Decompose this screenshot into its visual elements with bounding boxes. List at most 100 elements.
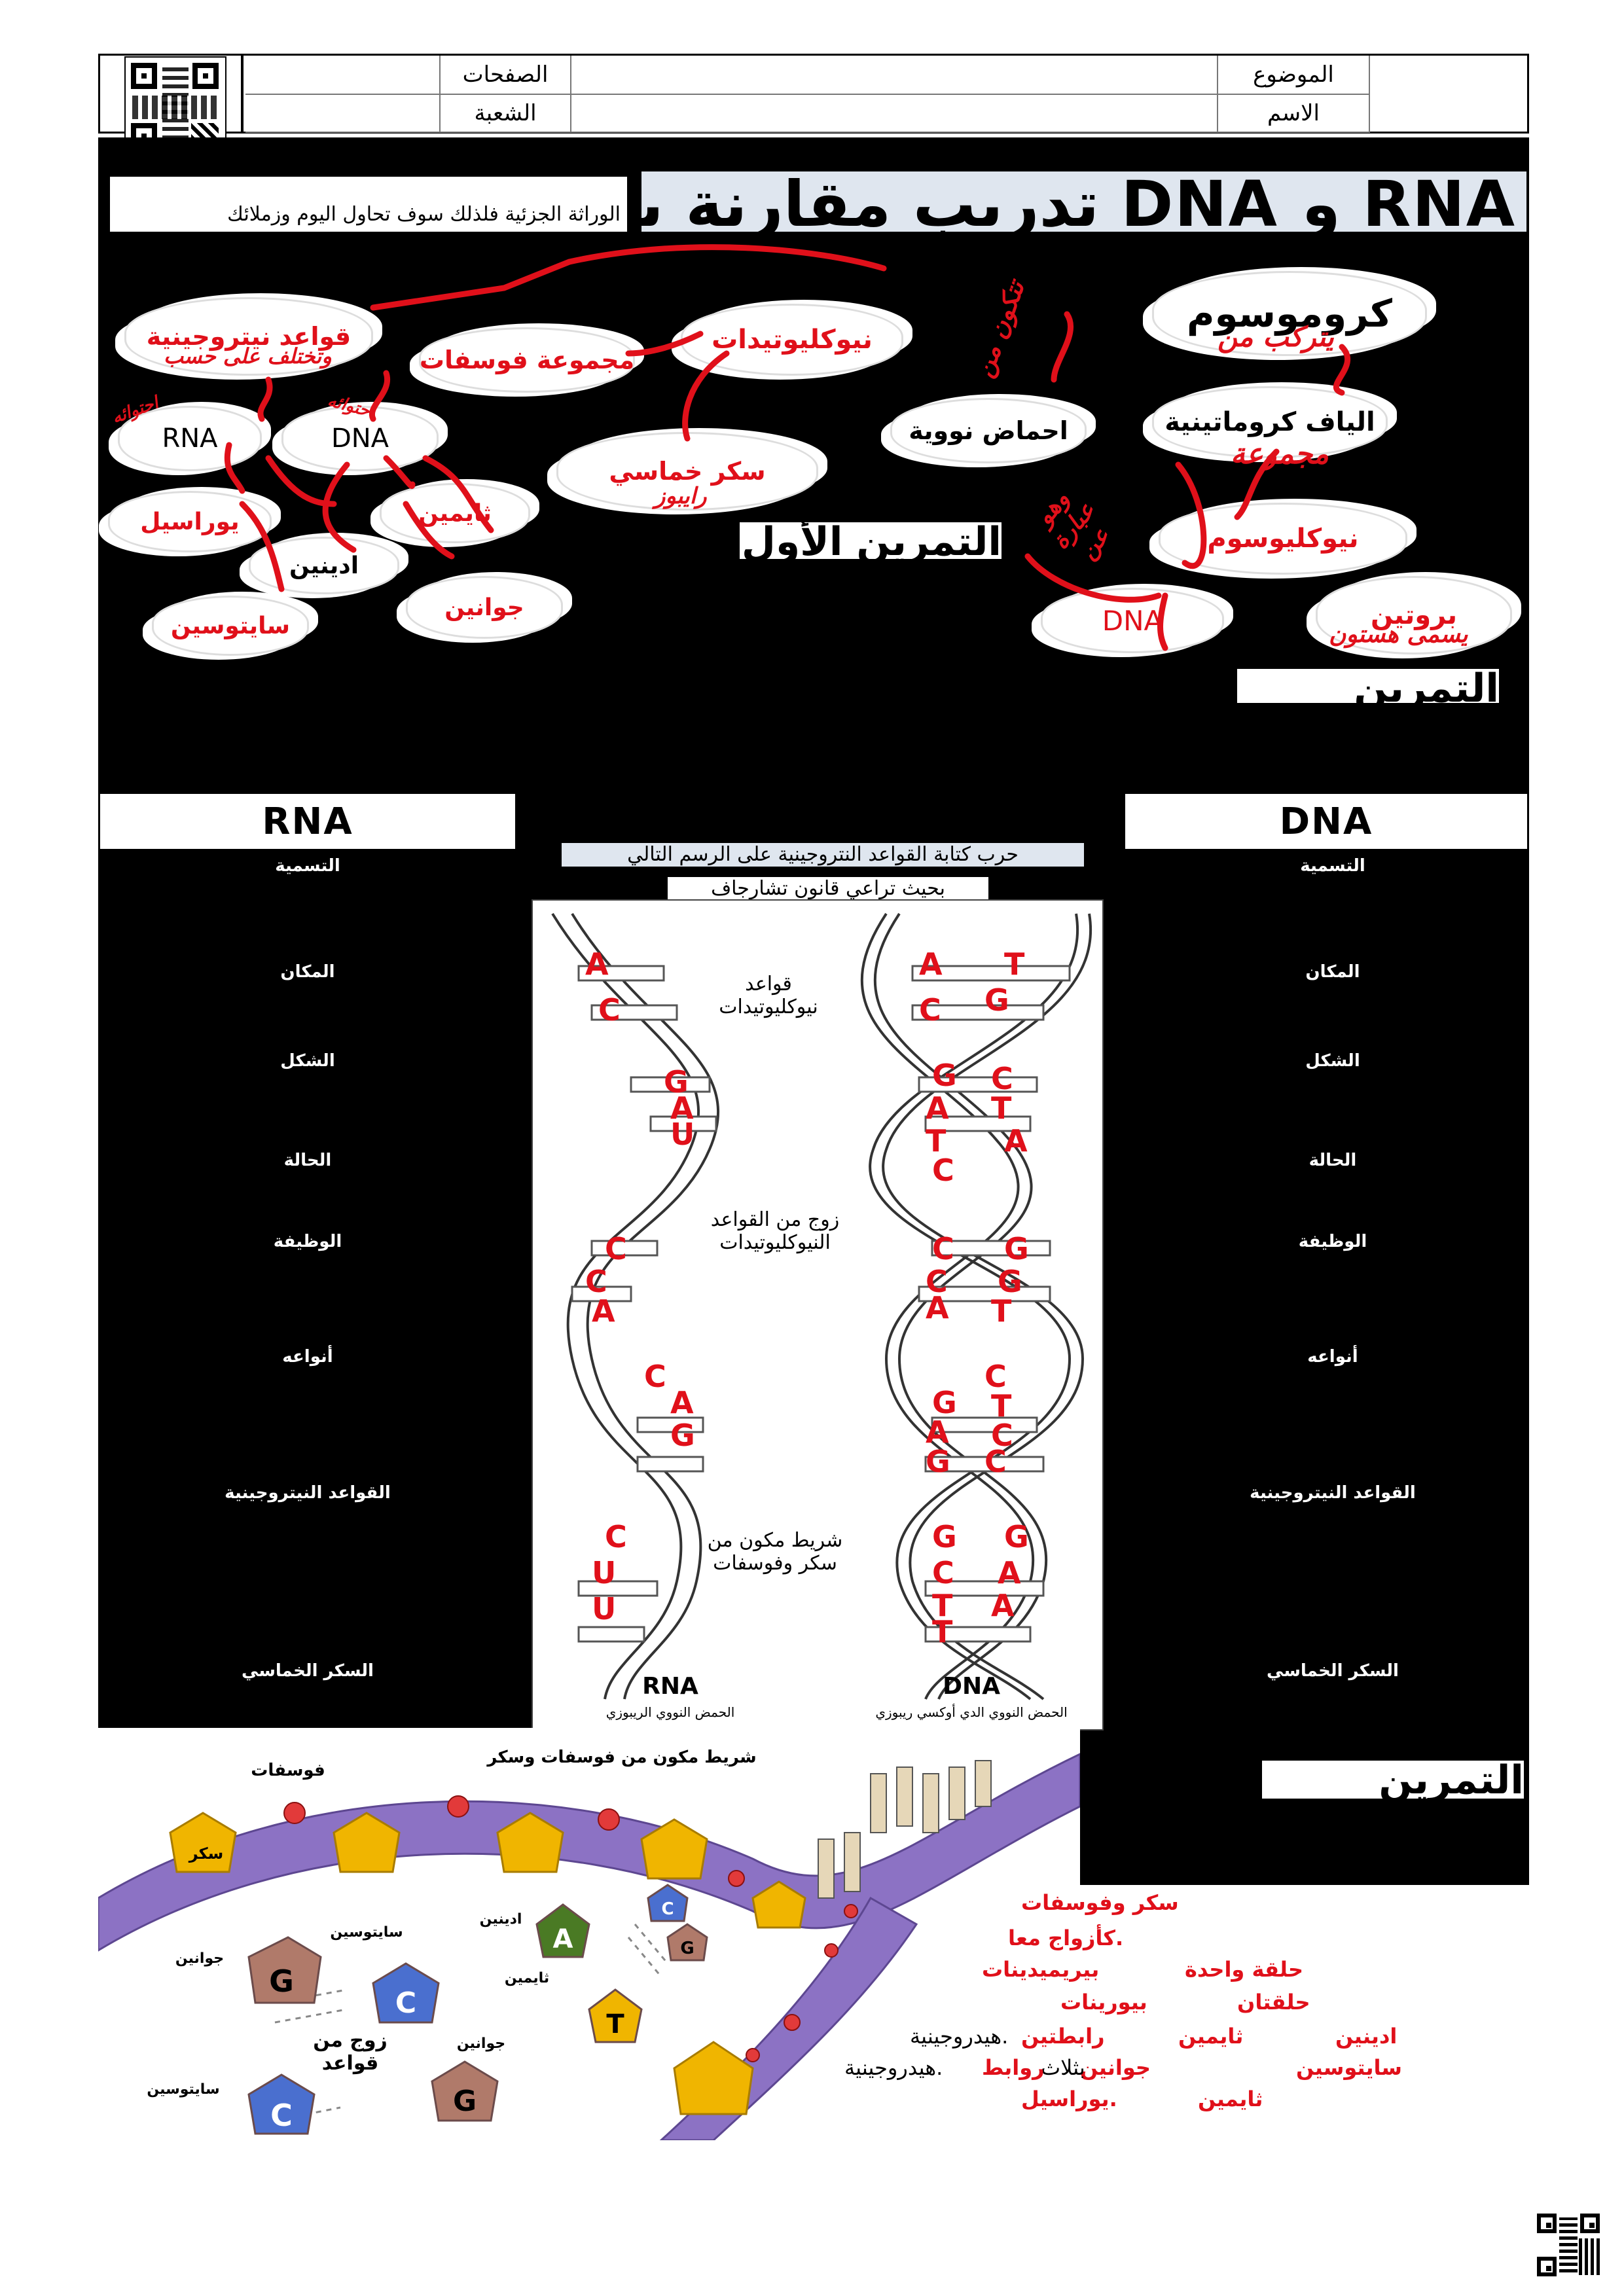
cloud-chromatin: الياف كروماتينية [1152, 386, 1388, 458]
pages-value[interactable] [245, 56, 441, 95]
dna-subcaption: الحمض النووي الدي أوكسي ريبوزي [875, 1704, 1068, 1720]
comparison-title-dna: DNA [757, 740, 829, 773]
helix-letter-c: C [270, 2098, 293, 2133]
title-box: تدريب مقارنة بين DNA و RNA [641, 171, 1526, 232]
exercise-one-label: التمرين الأول [740, 522, 1001, 559]
header-divider [241, 56, 244, 133]
answer-line-3b: بيريميدينات [982, 1957, 1100, 1982]
helix-thymine-label: ثايمين [504, 1970, 550, 1986]
dna-row-shape: الشكل [1305, 1051, 1360, 1071]
helix-letter-g-2: G [452, 2085, 477, 2118]
helix-letter-g-3: G [680, 1939, 695, 1958]
dna-bottom-label: DNA [1102, 604, 1163, 637]
answer-line-5b: ثايمين [1178, 2024, 1244, 2049]
answer-line-5c: رابطتين [1021, 2024, 1105, 2049]
rna-row-function: الوظيفة [273, 1232, 342, 1251]
dna-left-base-9: A [926, 1290, 949, 1325]
chromosome-label: كروموسوم [1186, 291, 1393, 336]
helix-cytosine-label-2: سايتوسين [147, 2081, 220, 2098]
rna-base-2: C [598, 992, 621, 1028]
helix-letter-a: A [552, 1924, 573, 1954]
cloud-uracil: يوراسيل [108, 491, 272, 552]
helix-drawing [551, 912, 1092, 1700]
hand-histone: يسمى هستون [1329, 620, 1468, 648]
answer-line-5d: هيدروجينية. [910, 2024, 1009, 2049]
rna-row-bases: القواعد النيتروجينية [225, 1483, 391, 1503]
helix-letter-t: T [606, 2009, 624, 2039]
instruction-line-2: بحيث تراعي قانون تشارجاف [668, 877, 988, 901]
dna-label: DNA [331, 423, 389, 454]
dna-left-base-13: G [932, 1519, 957, 1554]
helix-letter-g: G [269, 1964, 294, 1999]
answer-line-6b: جوانين [1080, 2055, 1151, 2080]
comparison-title-prefix: مقارنة بين الـ [837, 740, 996, 773]
chromatin-label: الياف كروماتينية [1164, 407, 1375, 437]
exercise-three-label: التمرين الثالث [1262, 1761, 1524, 1799]
rna-base-14: U [592, 1591, 617, 1626]
cloud-pentose: سكر خماسي [556, 432, 818, 511]
rna-row-types: أنواعه [282, 1347, 333, 1367]
concept-map-arrows [224, 244, 1350, 651]
helix-phosphate-label: فوسفات [251, 1761, 325, 1780]
rna-label: RNA [162, 423, 218, 454]
dna-right-base-5: A [1004, 1123, 1028, 1158]
nucleotides-label: نيوكليوتيدات [712, 325, 873, 355]
dna-left-base-16: T [932, 1614, 953, 1649]
rna-base-13: U [592, 1555, 617, 1590]
qr-code-icon-bottom [1536, 2212, 1601, 2278]
answer-line-7b: يوراسيل. [1021, 2087, 1117, 2111]
rna-column-header: RNA [98, 792, 517, 851]
dna-left-base-14: C [932, 1555, 954, 1590]
dna-right-base-1: T [1004, 946, 1025, 982]
rna-base-10: A [670, 1385, 694, 1420]
intro-box: الوراثة الجزئية فلذلك سوف تحاول اليوم وز… [110, 177, 627, 232]
label-bases: قواعد نيوكليوتيدات [719, 973, 818, 1018]
helix-letter-c-2: C [395, 1986, 417, 2020]
answer-sheet [1080, 1885, 1529, 2147]
comparison-title-rna: RNA [632, 740, 700, 773]
dna-left-base-2: C [919, 992, 941, 1028]
nucleic-acids-label: احماض نووية [909, 416, 1068, 445]
helix-guanine-label: جوانين [175, 1950, 225, 1967]
helix-figure-drawing [98, 1753, 1080, 2140]
cloud-rna: RNA [118, 406, 262, 471]
cloud-dna: DNA [281, 406, 439, 471]
answer-line-6e: هيدروجينية. [844, 2055, 943, 2080]
dna-row-bases: القواعد النيتروجينية [1250, 1483, 1416, 1503]
rna-caption: RNA [642, 1673, 698, 1700]
cloud-cytosine: سايتوسين [152, 596, 309, 656]
dna-left-base-6: C [932, 1153, 954, 1188]
hand-ribose: رايبوز [655, 483, 707, 509]
section-value[interactable] [245, 95, 441, 133]
helix-pair-label: زوج من قواعد [313, 2029, 388, 2075]
protein-label: بروتين [1370, 600, 1458, 630]
rna-row-naming: التسمية [275, 856, 340, 876]
pages-label: الصفحات [441, 56, 571, 95]
dna-right-base-3: C [991, 1061, 1013, 1096]
answer-line-4b: بيورينات [1060, 1990, 1147, 2015]
dna-row-state: الحالة [1308, 1151, 1357, 1170]
page-title: تدريب مقارنة بين DNA و RNA [641, 171, 1516, 232]
section-field[interactable] [571, 95, 1218, 133]
hand-group: مجموعة [1231, 437, 1329, 471]
dna-right-base-7: G [998, 1264, 1022, 1299]
cloud-chromosome: كروموسوم [1152, 271, 1427, 356]
answer-line-7a: ثايمين [1198, 2087, 1263, 2111]
answer-line-3a: حلقة واحدة [1185, 1957, 1303, 1982]
rna-subcaption: الحمض النووي الريبوزي [605, 1704, 735, 1720]
cloud-protein: بروتين [1316, 576, 1512, 655]
dna-right-base-2: G [984, 982, 1009, 1018]
rna-row-state: الحالة [283, 1151, 332, 1170]
rna-base-7: C [585, 1264, 607, 1299]
cloud-nitrogen-bases: قواعد نيتروجينية [124, 297, 373, 376]
rna-base-5: U [670, 1117, 695, 1152]
answer-line-1: سكر وفوسفات [1021, 1890, 1179, 1915]
dna-right-base-9: C [984, 1359, 1007, 1394]
dna-right-base-10: T [991, 1388, 1012, 1424]
dna-row-naming: التسمية [1300, 856, 1365, 876]
rna-row-sugar: السكر الخماسي [242, 1661, 374, 1681]
guanine-label: جوانين [444, 594, 524, 621]
rna-row-location: المكان [280, 962, 335, 982]
pages-field[interactable] [571, 56, 1218, 95]
dna-row-location: المكان [1305, 962, 1360, 982]
